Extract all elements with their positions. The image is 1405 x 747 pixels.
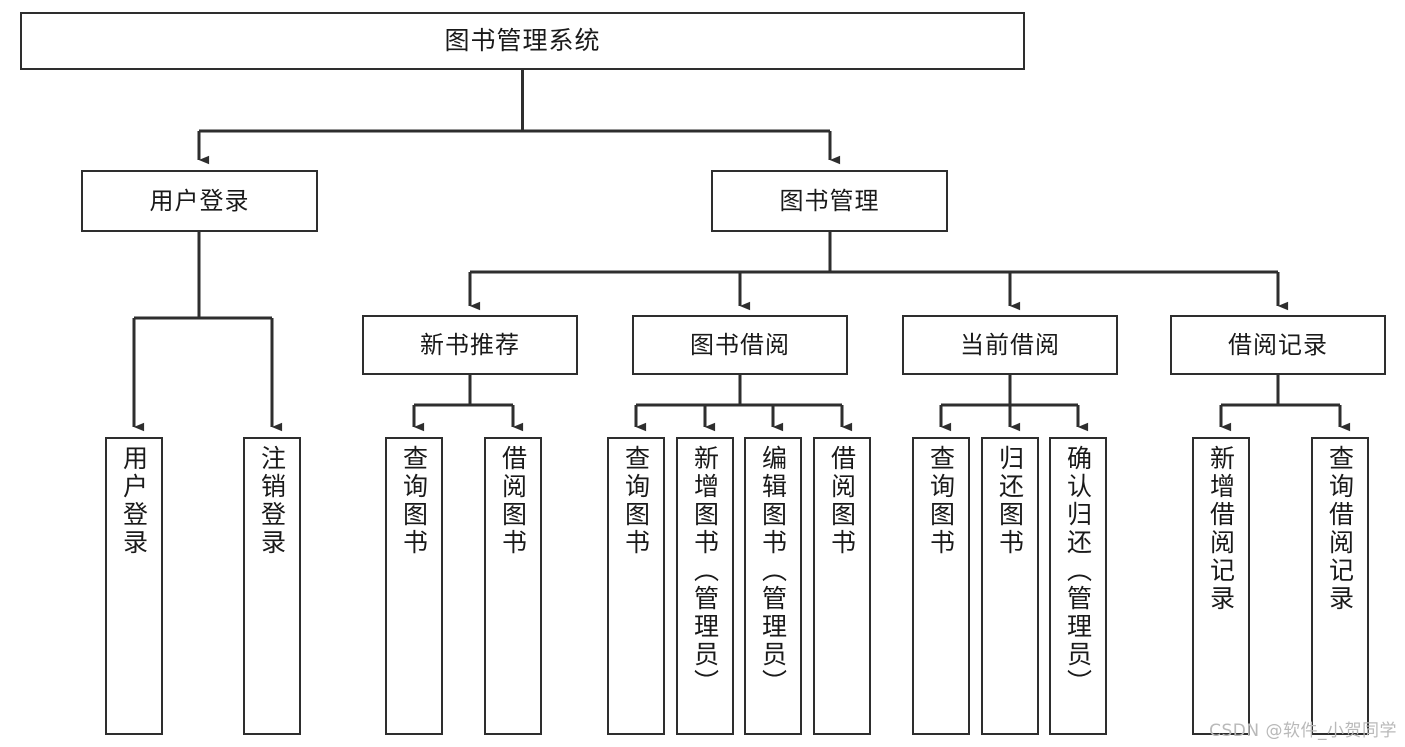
leaf-query-book-recommend[interactable]: 查询图书: [385, 437, 443, 735]
node-label: 新增借阅记录: [1206, 445, 1236, 613]
node-book-borrow[interactable]: 图书借阅: [632, 315, 848, 375]
node-label: 用户登录: [119, 445, 149, 557]
leaf-edit-book-admin[interactable]: 编辑图书（管理员）: [744, 437, 802, 735]
leaf-borrow-book[interactable]: 借阅图书: [813, 437, 871, 735]
node-label: 新书推荐: [420, 330, 520, 359]
node-label: 借阅图书: [498, 445, 528, 557]
leaf-confirm-return-admin[interactable]: 确认归还（管理员）: [1049, 437, 1107, 735]
node-label: 用户登录: [149, 186, 250, 215]
leaf-query-book-current[interactable]: 查询图书: [912, 437, 970, 735]
watermark-text: CSDN @软件_小贺同学: [1209, 721, 1397, 741]
node-label: 新增图书（管理员）: [690, 445, 720, 697]
node-user-login[interactable]: 用户登录: [81, 170, 318, 232]
node-label: 注销登录: [257, 445, 287, 557]
leaf-borrow-book-recommend[interactable]: 借阅图书: [484, 437, 542, 735]
node-label: 编辑图书（管理员）: [758, 445, 788, 697]
node-label: 确认归还（管理员）: [1063, 445, 1093, 697]
leaf-logout[interactable]: 注销登录: [243, 437, 301, 735]
node-label: 图书管理系统: [444, 26, 601, 55]
node-borrow-record[interactable]: 借阅记录: [1170, 315, 1386, 375]
node-label: 查询借阅记录: [1325, 445, 1355, 613]
leaf-add-borrow-record[interactable]: 新增借阅记录: [1192, 437, 1250, 735]
node-label: 查询图书: [399, 445, 429, 557]
node-label: 图书管理: [779, 186, 880, 215]
node-label: 查询图书: [621, 445, 651, 557]
node-label: 借阅记录: [1228, 330, 1328, 359]
node-label: 当前借阅: [960, 330, 1060, 359]
leaf-return-book[interactable]: 归还图书: [981, 437, 1039, 735]
node-root-system[interactable]: 图书管理系统: [20, 12, 1025, 70]
leaf-user-login[interactable]: 用户登录: [105, 437, 163, 735]
node-label: 归还图书: [995, 445, 1025, 557]
leaf-add-book-admin[interactable]: 新增图书（管理员）: [676, 437, 734, 735]
node-new-book-recommend[interactable]: 新书推荐: [362, 315, 578, 375]
leaf-query-borrow-record[interactable]: 查询借阅记录: [1311, 437, 1369, 735]
node-label: 图书借阅: [690, 330, 790, 359]
node-current-borrow[interactable]: 当前借阅: [902, 315, 1118, 375]
node-book-management[interactable]: 图书管理: [711, 170, 948, 232]
node-label: 查询图书: [926, 445, 956, 557]
node-label: 借阅图书: [827, 445, 857, 557]
leaf-query-book-borrow[interactable]: 查询图书: [607, 437, 665, 735]
